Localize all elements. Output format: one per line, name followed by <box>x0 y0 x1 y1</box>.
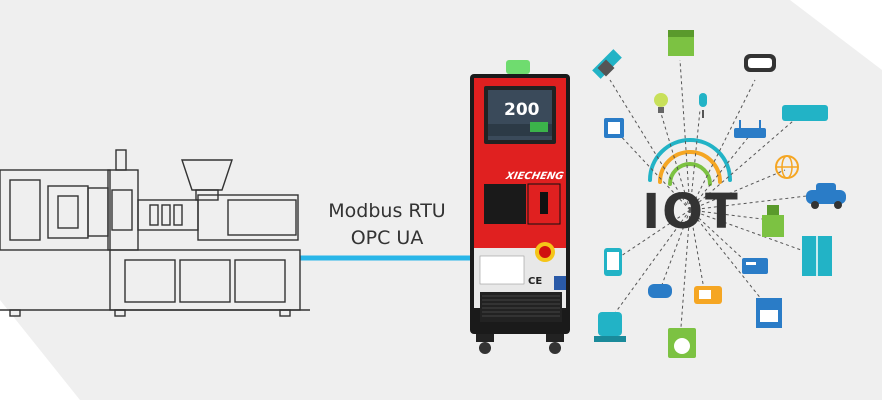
injection-molding-machine <box>0 149 310 317</box>
mixer-icon <box>594 312 626 342</box>
temperature-controller <box>470 60 570 354</box>
car-icon <box>806 183 846 209</box>
vr-headset-icon <box>744 54 776 72</box>
gamepad-icon <box>648 284 672 298</box>
washing-machine-icon <box>668 328 696 358</box>
protocol-label-opcua: OPC UA <box>350 227 424 249</box>
nameplate <box>479 255 525 285</box>
card-reader-icon <box>742 258 768 274</box>
satellite-icon <box>592 49 622 79</box>
brand-logo: XIECHENG <box>504 171 565 182</box>
status-beacon <box>506 60 530 74</box>
lightbulb-icon <box>654 93 668 113</box>
iot-signal-icon <box>648 138 732 186</box>
ai-chip-icon <box>604 118 624 138</box>
shop-icon <box>668 30 694 56</box>
power-switch <box>540 192 548 214</box>
ce-mark: CE <box>528 276 543 287</box>
oven-icon <box>756 298 782 328</box>
toaster-icon <box>694 286 722 304</box>
router-icon <box>734 120 766 138</box>
globe-icon <box>775 155 799 179</box>
air-conditioner-icon <box>782 105 828 121</box>
protocol-label-modbus: Modbus RTU <box>328 200 446 222</box>
iot-label: IOT <box>642 184 740 240</box>
display-value: 200 <box>504 100 540 120</box>
refrigerator-icon <box>802 236 832 276</box>
blender-icon <box>762 205 784 237</box>
smartphone-icon <box>604 248 622 276</box>
microphone-icon <box>699 93 707 118</box>
